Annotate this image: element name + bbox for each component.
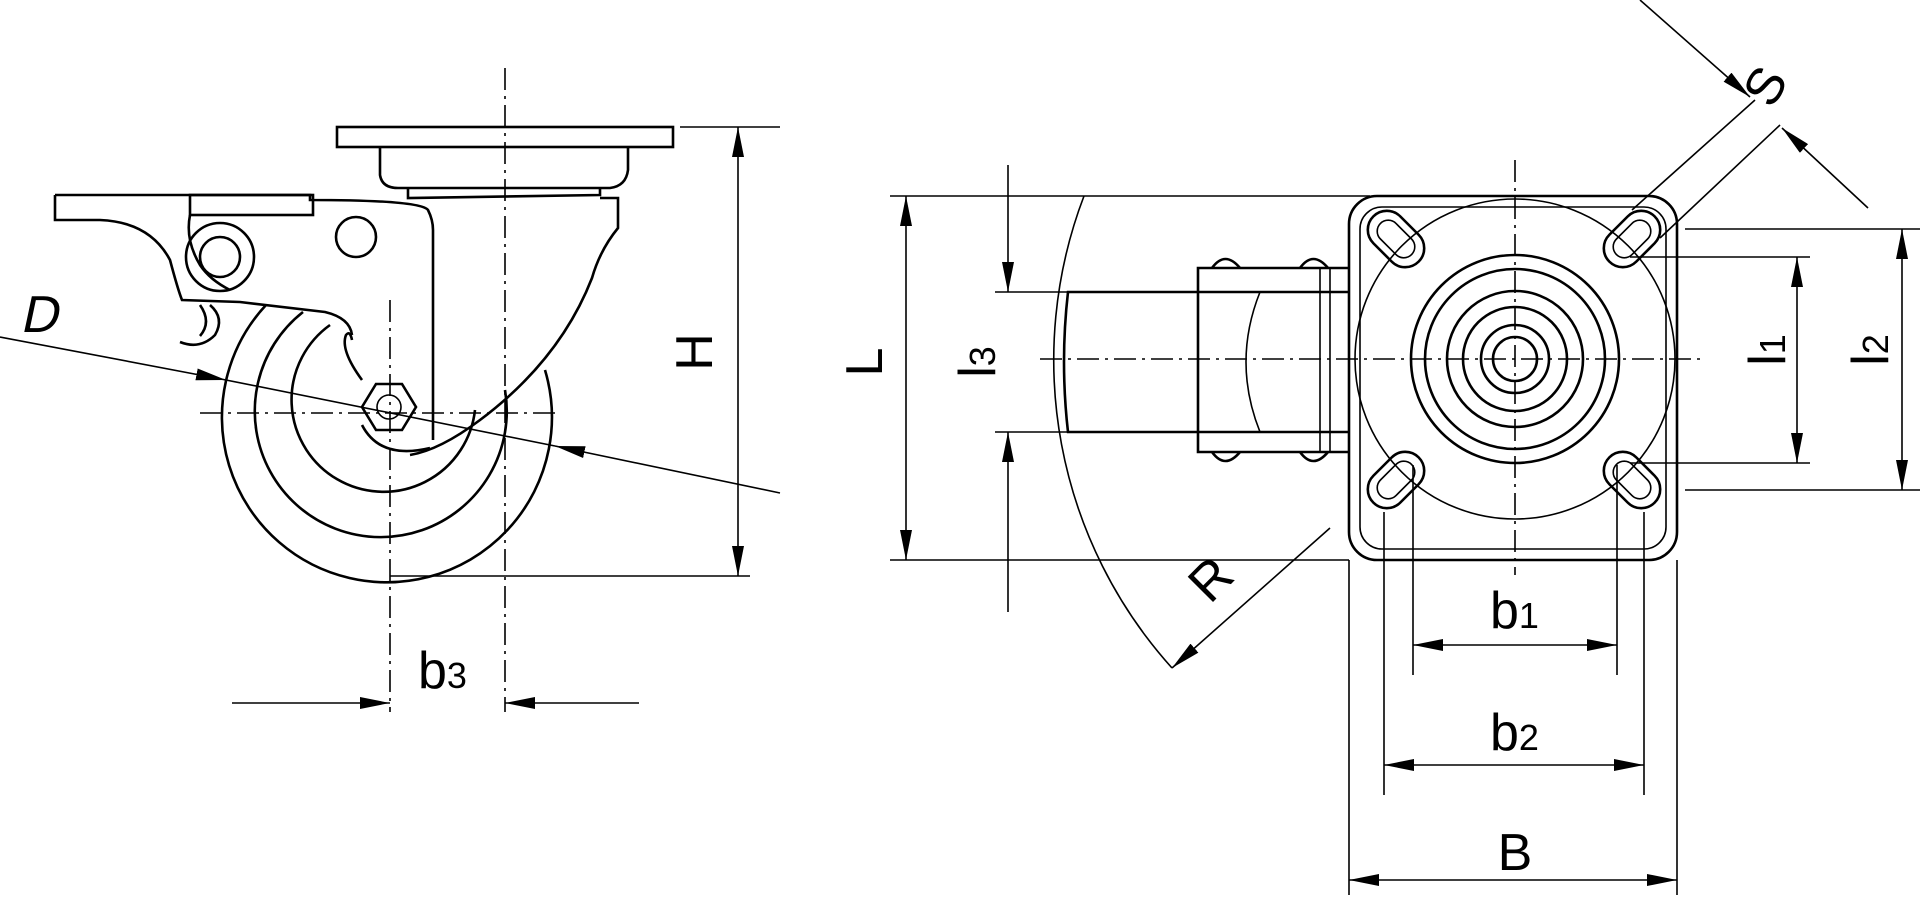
dimension-l1: l1 [1630,256,1810,464]
dimension-b1: b1 [1412,465,1618,675]
dimension-B: B [1348,560,1678,895]
label-b3: b3 [418,642,467,700]
dimension-l2: l2 [1685,228,1920,491]
label-l3: l3 [949,346,1007,378]
label-B: B [1498,824,1533,882]
label-R: R [1177,546,1245,614]
dimension-b3: b3 [232,642,639,709]
dimension-L: L [836,195,1370,561]
side-view: H D b3 [0,68,781,712]
dimension-l3: l3 [949,165,1200,612]
label-l2: l2 [1842,334,1900,366]
axle-nut-icon [360,382,418,432]
label-D: D [17,286,67,344]
label-l1: l1 [1739,334,1797,366]
dimension-H: H [390,126,780,577]
wheel-side [220,304,554,584]
wheel-top [1062,257,1349,463]
mounting-plate [1347,194,1679,562]
label-b2: b2 [1490,704,1539,762]
dimension-D: D [0,286,781,494]
label-S: S [1732,57,1800,116]
top-view: R L l3 l1 l2 [836,0,1920,895]
label-L: L [836,348,894,377]
mounting-holes [1366,209,1662,510]
caster-side-body [53,125,675,457]
label-b1: b1 [1490,582,1539,640]
dimension-b2: b2 [1383,512,1645,795]
label-H: H [666,333,724,371]
